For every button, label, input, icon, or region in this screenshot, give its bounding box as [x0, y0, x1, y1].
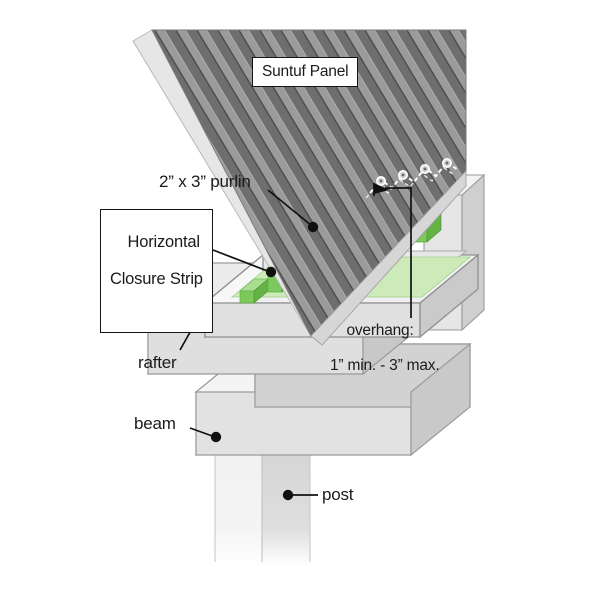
label-closure-line2: Closure Strip	[110, 270, 203, 289]
label-overhang-line2: 1” min. - 3” max.	[330, 357, 440, 375]
suntuf-panel-part	[132, 29, 467, 346]
label-overhang: overhang: 1” min. - 3” max.	[330, 305, 440, 409]
label-purlin: 2” x 3” purlin	[159, 172, 251, 191]
label-closure-line1: Horizontal	[127, 233, 200, 252]
label-post: post	[322, 485, 354, 504]
label-closure-strip: Horizontal Closure Strip	[100, 209, 213, 333]
label-rafter: rafter	[138, 353, 177, 372]
label-beam: beam	[134, 414, 176, 433]
label-overhang-line1: overhang:	[346, 322, 414, 340]
label-suntuf-panel: Suntuf Panel	[252, 57, 359, 88]
